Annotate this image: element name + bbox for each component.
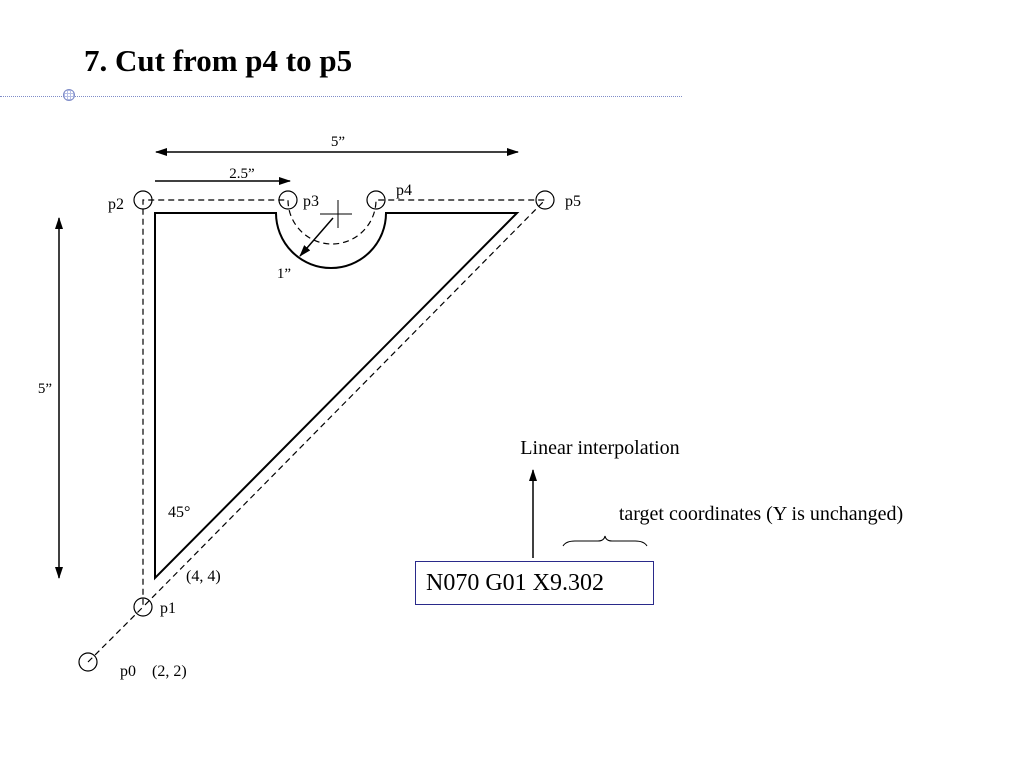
point-p0-marker [78,652,98,672]
divider-ornament-icon [63,89,75,101]
point-p4-label: p4 [396,182,412,199]
interpolation-label: Linear interpolation [520,437,679,459]
point-p3-label: p3 [303,193,319,210]
radius-label: 1” [277,266,291,282]
radius-arrow [299,217,334,257]
point-p4-marker [366,190,386,210]
point-p1-marker [133,597,153,617]
target-brace [562,535,648,547]
point-p1-coords: (4, 4) [186,568,221,585]
title-divider [0,96,682,97]
point-p1-label: p1 [160,600,176,617]
point-p5-label: p5 [565,193,581,210]
target-label: target coordinates (Y is unchanged) [619,503,903,525]
point-p3-marker [278,190,298,210]
point-p2-label: p2 [108,196,124,213]
half-width-label: 2.5” [229,166,254,182]
point-p0-label: p0 [120,663,136,680]
angle-label: 45° [168,504,190,521]
point-p0-coords: (2, 2) [152,663,187,680]
point-p2-marker [133,190,153,210]
height-label: 5” [38,381,52,397]
overall-width-label: 5” [331,134,345,150]
tool-path [87,199,547,663]
point-p5-marker [535,190,555,210]
slide-title: 7. Cut from p4 to p5 [84,43,353,78]
gcode-box: N070 G01 X9.302 [415,561,654,605]
part-outline [154,212,520,581]
